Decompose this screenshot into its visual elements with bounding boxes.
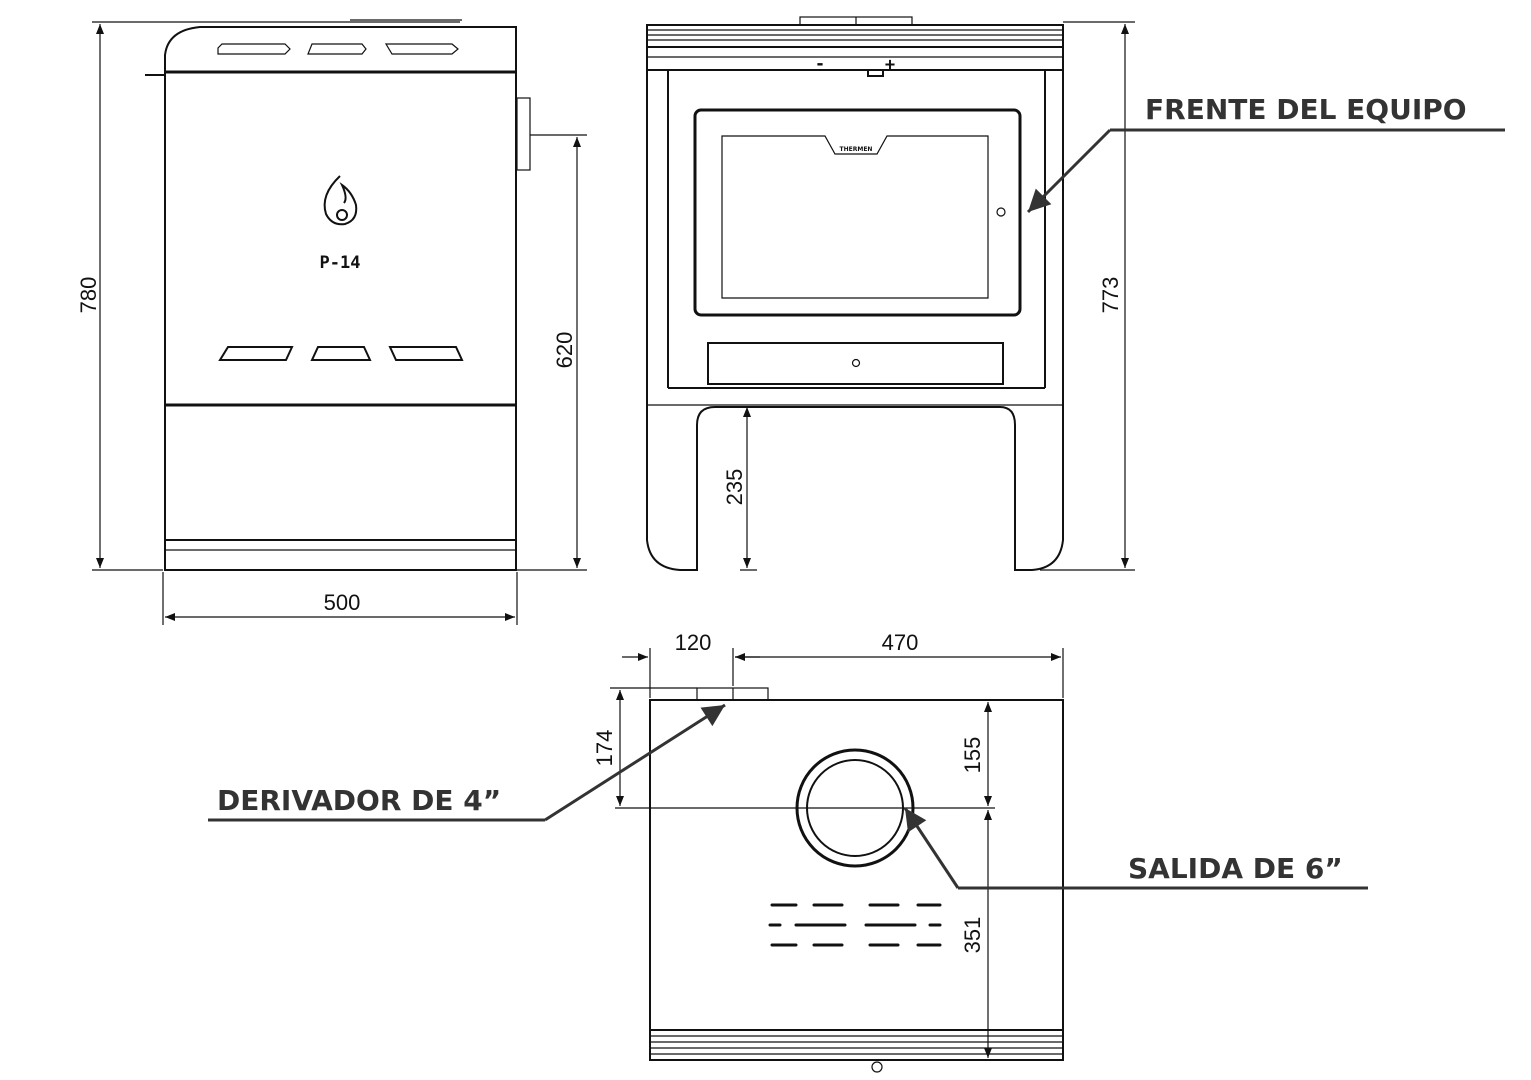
dimension-470: 470 [882, 630, 919, 655]
flame-logo-icon [323, 175, 358, 226]
dimension-780: 780 [76, 277, 101, 314]
ash-drawer-knob [851, 358, 861, 368]
dimension-120: 120 [675, 630, 712, 655]
front-legs [646, 405, 1064, 571]
model-label: P-14 [320, 253, 361, 273]
callout-derivador: DERIVADOR DE 4” [217, 784, 501, 817]
dimension-351: 351 [960, 917, 985, 954]
side-body [164, 71, 517, 406]
rear-hook [871, 1061, 883, 1073]
side-top-vents [217, 43, 459, 55]
top-vents [768, 903, 942, 947]
air-control-minus: - [815, 54, 825, 74]
dimension-773: 773 [1098, 277, 1123, 314]
dimension-155: 155 [960, 737, 985, 774]
top-plate [649, 699, 1064, 1061]
dimension-620: 620 [552, 332, 577, 369]
air-control-lever [867, 69, 884, 77]
ash-drawer [707, 342, 1004, 385]
dimension-500: 500 [324, 590, 361, 615]
door-handle [996, 207, 1006, 217]
air-control-plus: + [885, 55, 895, 75]
side-view: P-14 780 620 500 [76, 19, 587, 625]
brand-logo: THERMEN [840, 146, 873, 153]
side-top-cap [164, 26, 517, 72]
callout-salida: SALIDA DE 6” [1128, 852, 1343, 885]
dimension-235: 235 [722, 469, 747, 506]
front-door [693, 108, 1022, 317]
door-glass [721, 135, 989, 299]
dimension-174: 174 [592, 730, 617, 767]
top-view: 120 470 174 155 351 DERIVADOR DE 4” SALI… [208, 630, 1368, 1073]
callout-frente-del-equipo: FRENTE DEL EQUIPO [1145, 93, 1467, 126]
side-lower-vents [218, 346, 464, 361]
side-flue-nub [516, 97, 531, 171]
callout-arrow [1026, 128, 1112, 214]
front-view: - + THERMEN 773 235 FRENTE DEL EQUIPO [646, 16, 1505, 571]
